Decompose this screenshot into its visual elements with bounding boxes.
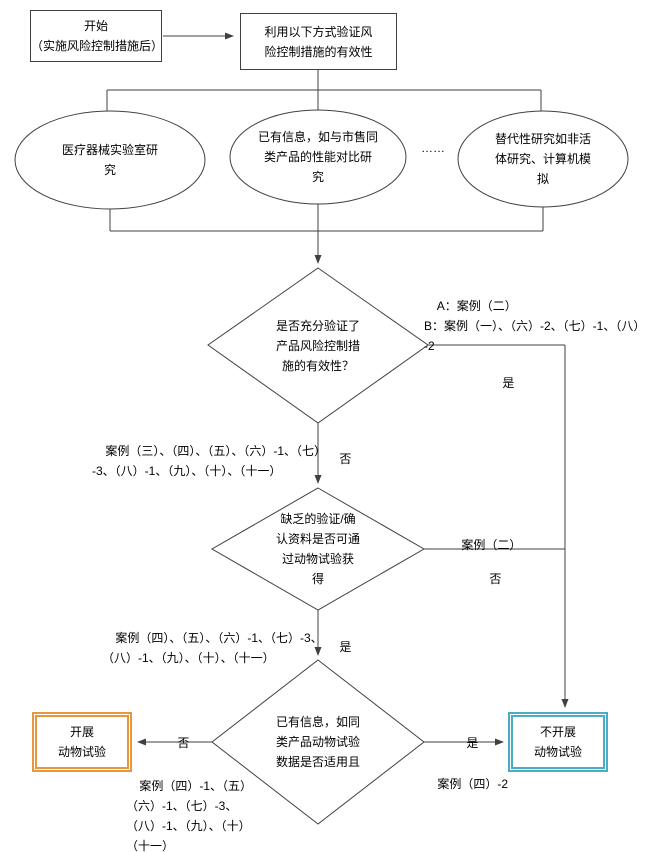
- decision2-label: 缺乏的验证/确 认资料是否可通 过动物试验获 得: [275, 512, 360, 586]
- lab-research-node: 医疗器械实验室研 究: [20, 124, 200, 196]
- annotation-case-not-conduct: 案例（四）-2: [424, 754, 508, 814]
- label-yes1: 是: [489, 353, 514, 413]
- label-yes2-text: 是: [339, 640, 352, 654]
- label-yes3: 是: [453, 713, 478, 773]
- decision2-node: 缺乏的验证/确 认资料是否可通 过动物试验获 得: [228, 509, 408, 589]
- label-no2-text: 否: [489, 572, 502, 586]
- annotation-case-d2-right-text: 案例（二）: [461, 538, 522, 552]
- annotation-case-not-conduct-text: 案例（四）-2: [437, 777, 509, 791]
- ellipse-alternative-research: [457, 110, 629, 208]
- label-no3-text: 否: [177, 736, 190, 750]
- annotation-case-conduct-text: 案例（四）-1、（五） （六）-1、（七）-3、 （八）-1、（九）、（十） （…: [126, 779, 253, 852]
- label-no3: 否: [164, 713, 189, 773]
- decision1-node: 是否充分验证了 产品风险控制措 施的有效性？: [228, 314, 408, 378]
- diamond-decision1: [207, 267, 429, 424]
- ellipsis-node: ……: [405, 136, 461, 160]
- ellipse-lab-research: [14, 110, 206, 210]
- no-animal-test-label: 不开展 动物试验: [533, 725, 582, 759]
- conduct-animal-test-label: 开展 动物试验: [57, 725, 106, 759]
- decision3-label: 已有信息，如同 类产品动物试验 数据是否适用且: [275, 715, 360, 769]
- label-yes1-text: 是: [502, 376, 515, 390]
- label-yes3-text: 是: [466, 736, 479, 750]
- annotation-case-yes2: 案例（四）、（五）、（六）-1、（七）-3、 （八）-1、（九）、（十）、（十一…: [102, 608, 323, 688]
- lab-research-label: 医疗器械实验室研 究: [61, 143, 158, 177]
- ellipsis-label: ……: [421, 141, 445, 155]
- no-animal-test-node: 不开展 动物试验: [508, 712, 608, 772]
- annotation-case-d2-right: 案例（二）: [448, 515, 521, 575]
- annotation-case-ab-text: A：案例（二） B：案例（一）、（六）-2、（七）-1、（八） -2: [424, 299, 645, 353]
- decision1-label: 是否充分验证了 产品风险控制措 施的有效性？: [275, 319, 360, 373]
- label-yes2: 是: [326, 617, 351, 677]
- label-no2: 否: [476, 549, 501, 609]
- ellipse-existing-info: [229, 109, 407, 205]
- existing-info-node: 已有信息，如与市售同 类产品的性能对比研 究: [228, 110, 408, 204]
- existing-info-label: 已有信息，如与市售同 类产品的性能对比研 究: [257, 130, 378, 184]
- annotation-case-conduct: 案例（四）-1、（五） （六）-1、（七）-3、 （八）-1、（九）、（十） （…: [126, 756, 252, 852]
- method-node: 利用以下方式验证风 险控制措施的有效性: [240, 13, 397, 70]
- diamond-decision3: [211, 659, 425, 825]
- annotation-case-no1: 案例（三）、（四）、（五）、（六）-1、（七） -3、（八）-1、（九）、（十）…: [92, 421, 326, 501]
- label-no1-text: 否: [339, 452, 352, 466]
- annotation-case-yes2-text: 案例（四）、（五）、（六）-1、（七）-3、 （八）-1、（九）、（十）、（十一…: [102, 631, 323, 665]
- start-node: 开始 （实施风险控制措施后）: [30, 10, 164, 62]
- method-label: 利用以下方式验证风 险控制措施的有效性: [264, 24, 373, 59]
- annotation-case-no1-text: 案例（三）、（四）、（五）、（六）-1、（七） -3、（八）-1、（九）、（十）…: [92, 444, 327, 478]
- alternative-research-label: 替代性研究如非活 体研究、计算机模 拟: [494, 132, 591, 186]
- alternative-research-node: 替代性研究如非活 体研究、计算机模 拟: [453, 114, 633, 204]
- decision3-node: 已有信息，如同 类产品动物试验 数据是否适用且: [228, 702, 408, 782]
- diamond-decision2: [210, 487, 426, 611]
- start-label: 开始 （实施风险控制措施后）: [31, 19, 164, 53]
- label-no1: 否: [326, 429, 351, 489]
- conduct-animal-test-node: 开展 动物试验: [32, 712, 132, 772]
- annotation-case-ab: A：案例（二） B：案例（一）、（六）-2、（七）-1、（八） -2: [424, 276, 645, 376]
